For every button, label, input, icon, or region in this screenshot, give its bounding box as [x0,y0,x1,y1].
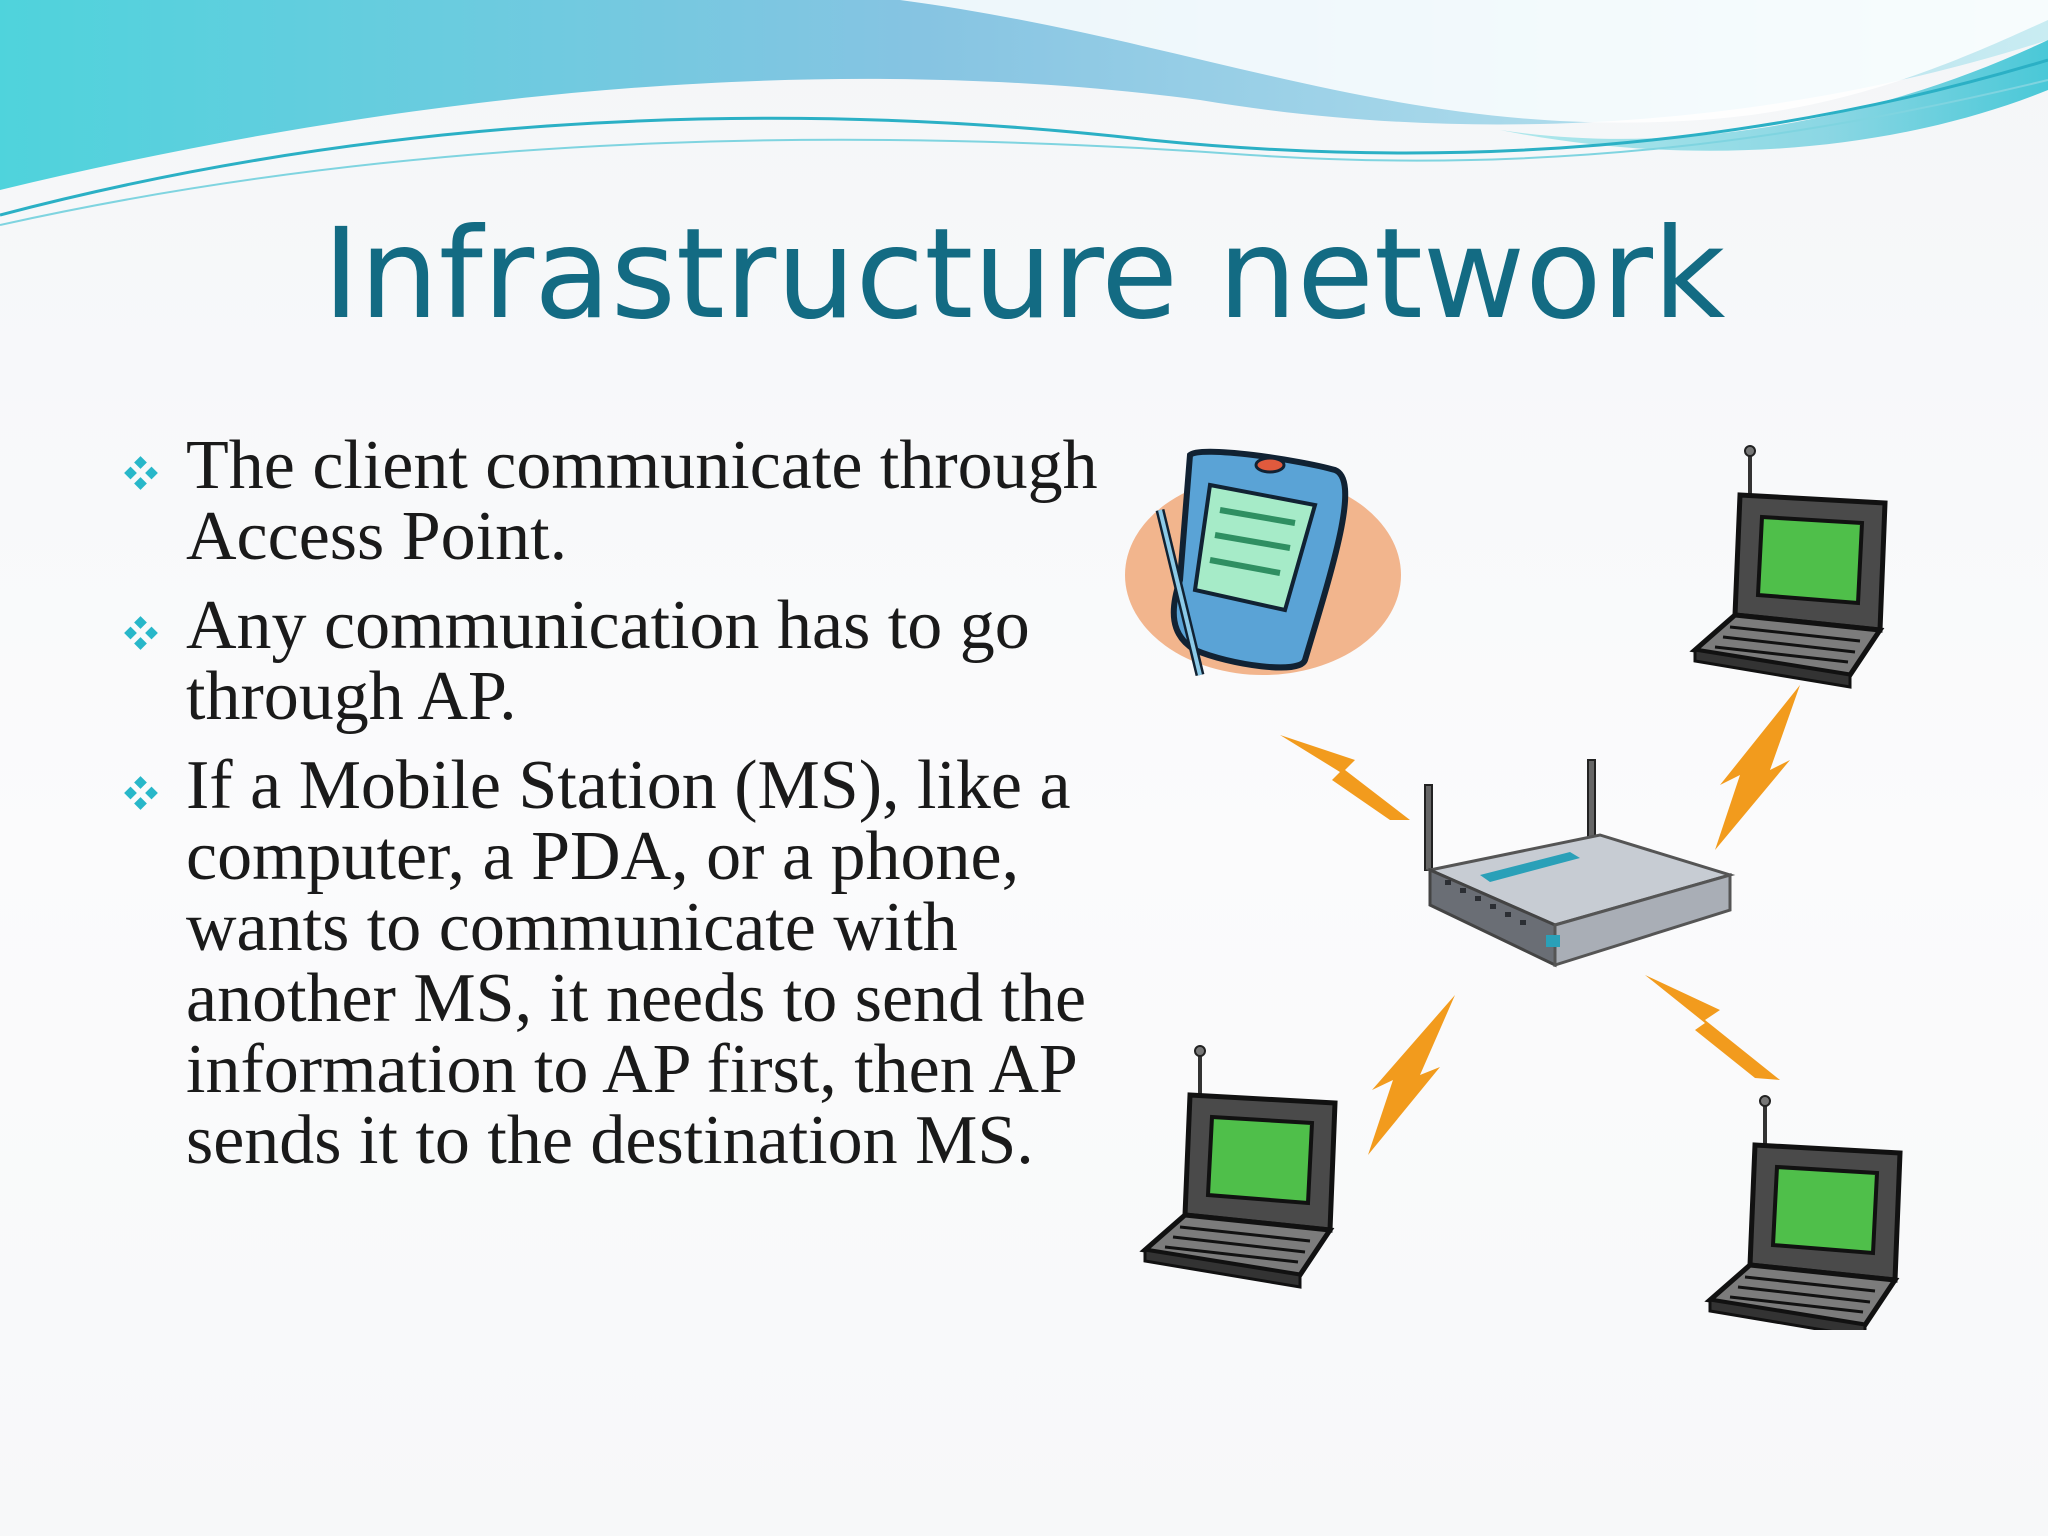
diamond-bullet-icon [124,456,158,490]
bullet-text: Any communication has to go through AP. [186,587,1030,735]
laptop-icon [1145,1046,1335,1287]
laptop-icon [1710,1096,1900,1330]
header-wave-decoration [0,0,2048,226]
bullet-text: If a Mobile Station (MS), like a compute… [186,747,1087,1179]
diamond-bullet-icon [124,776,158,810]
laptop-icon [1695,446,1885,687]
access-point-icon [1424,759,1736,968]
network-diagram [1125,430,1920,1330]
bullet-text: The client communicate through Access Po… [186,427,1098,575]
signal-bolt-icon [1645,975,1780,1080]
signal-bolt-icon [1280,735,1410,820]
slide-title: Infrastructure network [322,202,1726,347]
bullet-item: Any communication has to go through AP. [120,590,1120,732]
signal-bolt-icon [1368,995,1455,1155]
bullet-item: If a Mobile Station (MS), like a compute… [120,750,1120,1176]
bullet-item: The client communicate through Access Po… [120,430,1120,572]
signal-bolt-icon [1715,685,1800,850]
bullet-list: The client communicate through Access Po… [120,430,1120,1194]
diamond-bullet-icon [124,616,158,650]
pda-icon [1125,448,1401,677]
